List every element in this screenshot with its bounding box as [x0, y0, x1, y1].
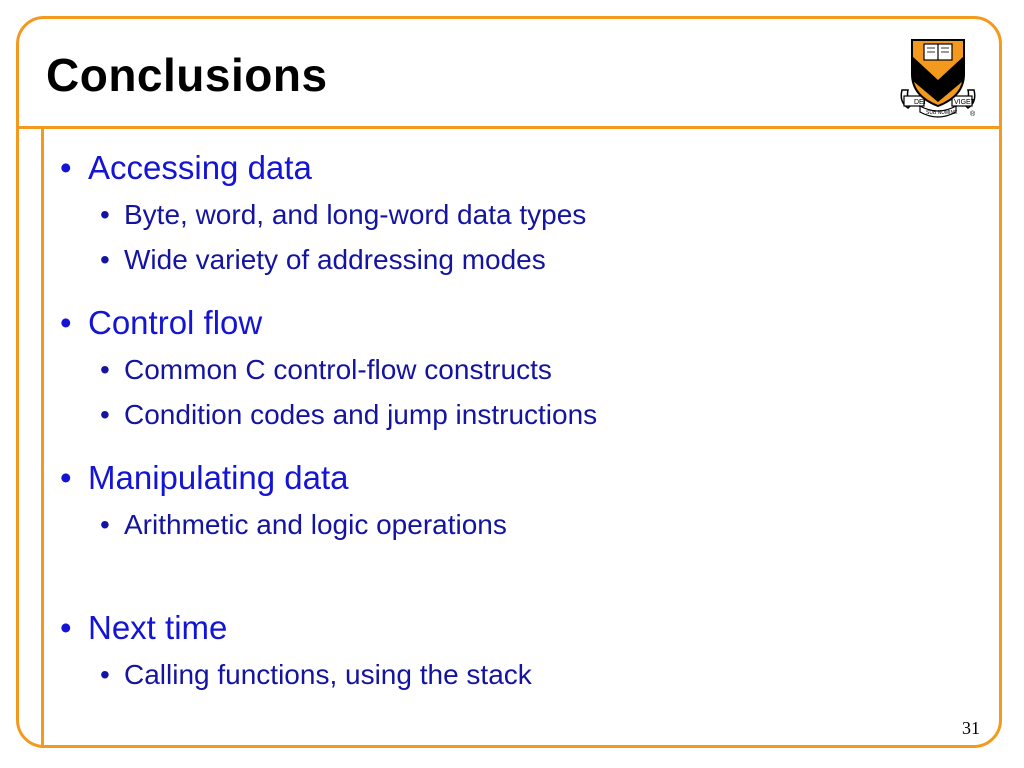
registered-mark: ® [970, 110, 976, 118]
bullet-heading: •Accessing data [60, 149, 312, 186]
motto-left: DEI [914, 99, 926, 106]
bullet-item: •Arithmetic and logic operations [100, 509, 507, 540]
section-manipulating-data: •Manipulating data •Arithmetic and logic… [60, 458, 960, 542]
motto-bottom: SUB NUMINE [926, 110, 958, 116]
bullet-heading: •Control flow [60, 304, 263, 341]
bullet-heading: •Manipulating data [60, 459, 349, 496]
bullet-heading: •Next time [60, 609, 228, 646]
section-accessing-data: •Accessing data •Byte, word, and long-wo… [60, 148, 960, 277]
section-next-time: •Next time •Calling functions, using the… [60, 608, 960, 692]
princeton-shield-icon: DEI VIGET SUB NUMINE ® [900, 39, 976, 118]
left-divider [41, 126, 44, 748]
section-control-flow: •Control flow •Common C control-flow con… [60, 303, 960, 432]
bullet-item: •Common C control-flow constructs [100, 354, 552, 385]
motto-right: VIGET [954, 99, 976, 106]
slide-body: •Accessing data •Byte, word, and long-wo… [60, 148, 960, 692]
page-number: 31 [962, 718, 980, 738]
bullet-item: •Condition codes and jump instructions [100, 399, 598, 430]
bullet-item: •Byte, word, and long-word data types [100, 199, 587, 230]
bullet-item: •Calling functions, using the stack [100, 659, 532, 690]
slide-title: Conclusions [46, 49, 328, 101]
title-divider [16, 126, 1002, 129]
slide-frame [16, 16, 1002, 748]
bullet-item: •Wide variety of addressing modes [100, 244, 546, 275]
